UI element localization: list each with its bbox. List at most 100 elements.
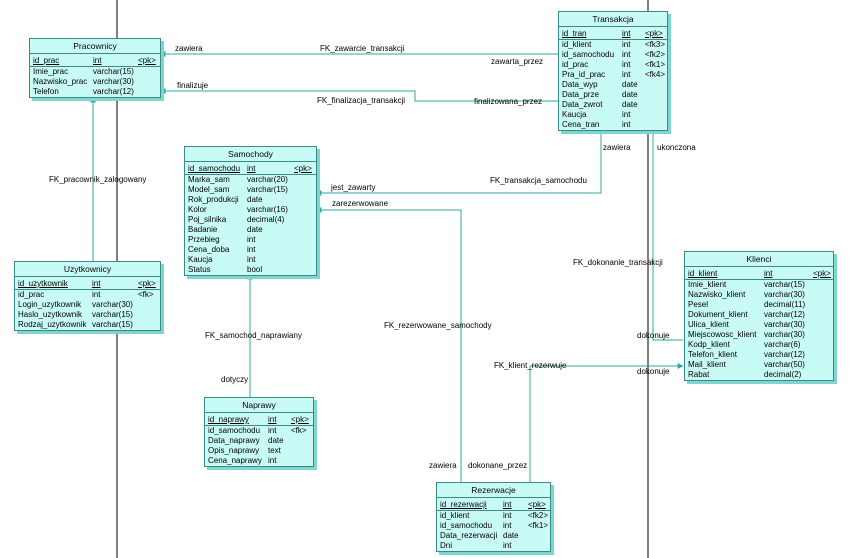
attribute-type: varchar(15)	[92, 310, 133, 319]
attribute-name: Pra_id_prac	[562, 70, 606, 79]
attribute-name: Opis_naprawy	[208, 446, 260, 455]
attribute-name: Rabat	[688, 370, 710, 379]
label-zawiera-3: zawiera	[429, 461, 457, 470]
attribute-name: Rodzaj_uzytkownik	[18, 320, 87, 329]
attribute-type: date	[503, 531, 519, 540]
attribute-type: varchar(12)	[93, 87, 134, 96]
attribute-type: int	[503, 521, 512, 530]
attribute-type: int	[93, 56, 102, 65]
attribute-type: varchar(30)	[764, 330, 805, 339]
attribute-name: id_rezerwacji	[440, 500, 487, 509]
attribute-name: id_samochodu	[188, 164, 241, 173]
attribute-type: decimal(2)	[764, 370, 802, 379]
attribute-name: Kolor	[188, 205, 207, 214]
attribute-name: Data_naprawy	[208, 436, 260, 445]
attribute-name: id_prac	[562, 60, 589, 69]
attribute-type: int	[268, 426, 277, 435]
attribute-name: Dokument_klient	[688, 310, 748, 319]
attribute-key: <pk>	[291, 415, 309, 424]
attribute-type: varchar(12)	[764, 310, 805, 319]
attribute-key: <pk>	[138, 56, 156, 65]
entity-attribute-row: Dokument_klient varchar(12)	[685, 310, 833, 320]
attribute-key: <fk2>	[528, 511, 549, 520]
attribute-name: Przebieg	[188, 235, 220, 244]
label-dotyczy: dotyczy	[221, 375, 249, 384]
label-finalizowana-przez: finalizowana_przez	[474, 97, 543, 106]
entity-attribute-row: id_prac int <pk>	[30, 56, 160, 67]
attribute-name: id_samochodu	[440, 521, 493, 530]
label-zawarta-przez: zawarta_przez	[491, 57, 544, 66]
entity-attribute-row: Data_rezerwacji date	[437, 531, 550, 541]
attribute-name: Cena_doba	[188, 245, 230, 254]
attribute-type: int	[247, 235, 256, 244]
attribute-type: date	[622, 100, 638, 109]
entity-title: Samochody	[185, 147, 316, 162]
entity-title: Rezerwacje	[437, 483, 550, 498]
attribute-name: Kaucja	[562, 110, 587, 119]
entity-title: Pracownicy	[30, 39, 160, 54]
attribute-type: int	[622, 40, 631, 49]
attribute-type: varchar(12)	[764, 350, 805, 359]
attribute-type: int	[622, 110, 631, 119]
attribute-type: varchar(15)	[92, 320, 133, 329]
attribute-name: Data_wyp	[562, 80, 598, 89]
attribute-key: <fk2>	[645, 50, 666, 59]
attribute-type: int	[92, 279, 101, 288]
label-fk-samochod-naprawiany: FK_samochod_naprawiany	[205, 331, 302, 340]
attribute-name: Dni	[440, 541, 453, 550]
attribute-type: date	[622, 90, 638, 99]
attribute-type: varchar(15)	[247, 185, 288, 194]
label-dokonuje-2: dokonuje	[637, 367, 670, 376]
attribute-type: int	[622, 120, 631, 129]
label-dokonane-przez: dokonane_przez	[468, 461, 528, 470]
attribute-type: decimal(11)	[764, 300, 806, 309]
attribute-type: varchar(30)	[93, 77, 134, 86]
label-fk-klient-rezerwuje: FK_klient_rezerwuje	[494, 361, 567, 370]
attribute-name: Telefon_klient	[688, 350, 737, 359]
attribute-type: int	[622, 29, 631, 38]
rel-fk-klient-rezerwuje	[529, 363, 684, 482]
attribute-name: Badanie	[188, 225, 218, 234]
attribute-name: Status	[188, 265, 211, 274]
attribute-type: varchar(6)	[764, 340, 801, 349]
attribute-name: id_prac	[33, 56, 60, 65]
attribute-type: int	[764, 269, 773, 278]
entity-attribute-row: Rabat decimal(2)	[685, 370, 833, 380]
label-fk-zawarcie: FK_zawarcie_transakcji	[320, 44, 405, 53]
attribute-type: int	[268, 456, 277, 465]
label-zawiera-2: zawiera	[603, 143, 631, 152]
attribute-name: id_klient	[562, 40, 592, 49]
attribute-type: int	[247, 164, 256, 173]
attribute-name: id_naprawy	[208, 415, 249, 424]
label-zawiera-1: zawiera	[175, 44, 203, 53]
label-jest-zawarty: jest_zawarty	[331, 183, 376, 192]
attribute-name: Data_rezerwacji	[440, 531, 498, 540]
attribute-type: varchar(30)	[764, 290, 805, 299]
